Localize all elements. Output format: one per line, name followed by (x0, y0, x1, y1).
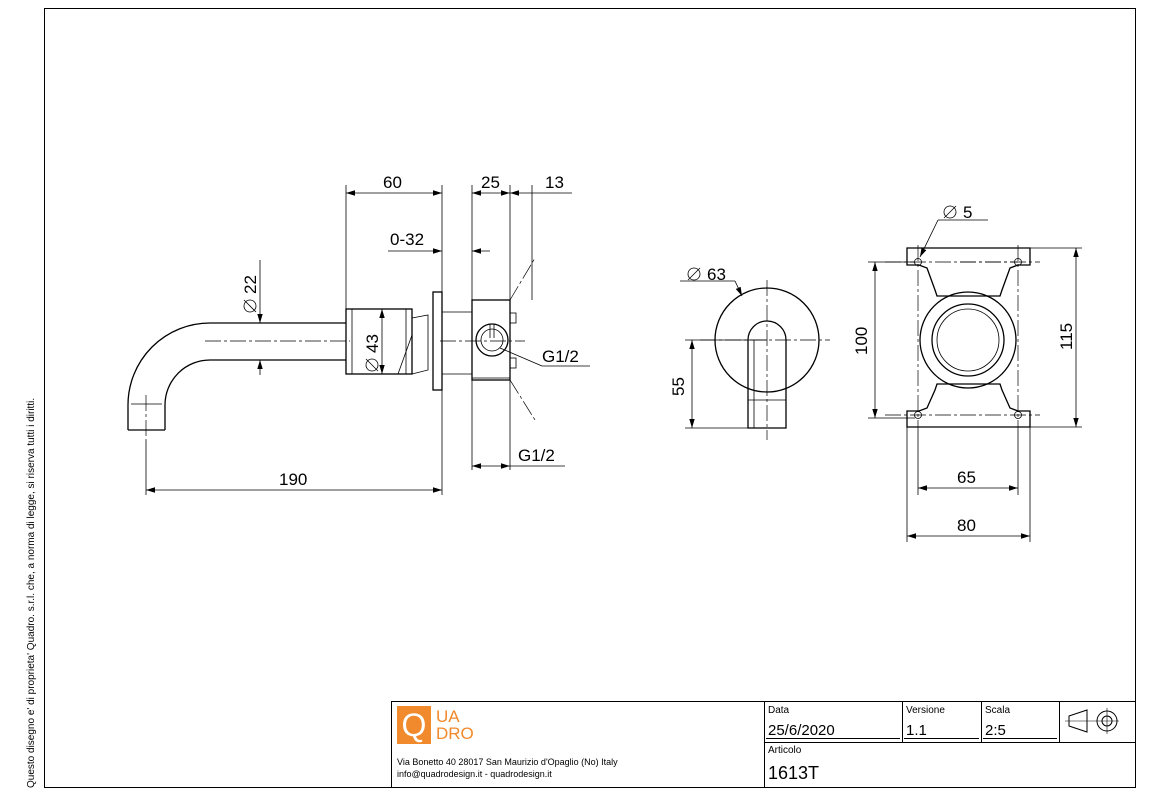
dim-g12-bottom-label: G1/2 (518, 446, 555, 465)
article-cell: Articolo 1613T (764, 742, 1135, 787)
spout-body (345, 308, 429, 375)
wall-box (440, 257, 536, 421)
logo-text-line1: UA (436, 707, 460, 726)
dim-13-label: 13 (545, 173, 564, 192)
scale-value: 2:5 (985, 722, 1006, 739)
dim-115-label: 115 (1057, 323, 1076, 350)
article-value: 1613T (768, 763, 820, 783)
projection-cell (1059, 702, 1135, 742)
side-view: 60 25 13 0-32 22 43 G1/2 G1/2 (127, 173, 590, 495)
dim-25-label: 25 (481, 173, 500, 192)
date-value: 25/6/2020 (768, 722, 835, 739)
front-view: 63 55 (669, 265, 830, 440)
logo-text-line2: DRO (436, 724, 474, 743)
dim-65-label: 65 (957, 468, 976, 487)
dim-60-label: 60 (383, 173, 402, 192)
dim-80-label: 80 (957, 516, 976, 535)
dim-5-label: 5 (963, 203, 972, 222)
company-contacts: info@quadrodesign.it - quadrodesign.it (397, 769, 552, 779)
dim-100-label: 100 (852, 327, 871, 355)
dim-0-32-label: 0-32 (390, 230, 424, 249)
dim-g12-right-label: G1/2 (542, 347, 579, 366)
logo-letter: Q (401, 707, 427, 743)
date-label: Data (768, 705, 790, 716)
version-cell: Versione 1.1 (902, 702, 981, 742)
version-value: 1.1 (906, 722, 927, 739)
dim-43-label: 43 (363, 334, 382, 353)
article-label: Articolo (768, 745, 802, 756)
scale-cell: Scala 2:5 (981, 702, 1059, 742)
dim-55-label: 55 (669, 377, 688, 396)
title-block: Q UA DRO Via Bonetto 40 28017 San Mauriz… (391, 701, 1136, 788)
version-label: Versione (906, 705, 945, 716)
spout (127, 322, 350, 440)
logo: Q (397, 706, 431, 744)
dim-190-label: 190 (279, 470, 307, 489)
dim-63-label: 63 (707, 265, 726, 284)
rear-view: 5 100 115 65 80 (852, 203, 1082, 542)
date-cell: Data 25/6/2020 (764, 702, 902, 742)
scale-label: Scala (985, 705, 1011, 716)
company-cell: Q UA DRO Via Bonetto 40 28017 San Mauriz… (392, 702, 764, 787)
company-address: Via Bonetto 40 28017 San Maurizio d'Opag… (397, 757, 618, 767)
dim-22-label: 22 (241, 275, 260, 294)
third-angle-projection-icon (1065, 708, 1119, 734)
